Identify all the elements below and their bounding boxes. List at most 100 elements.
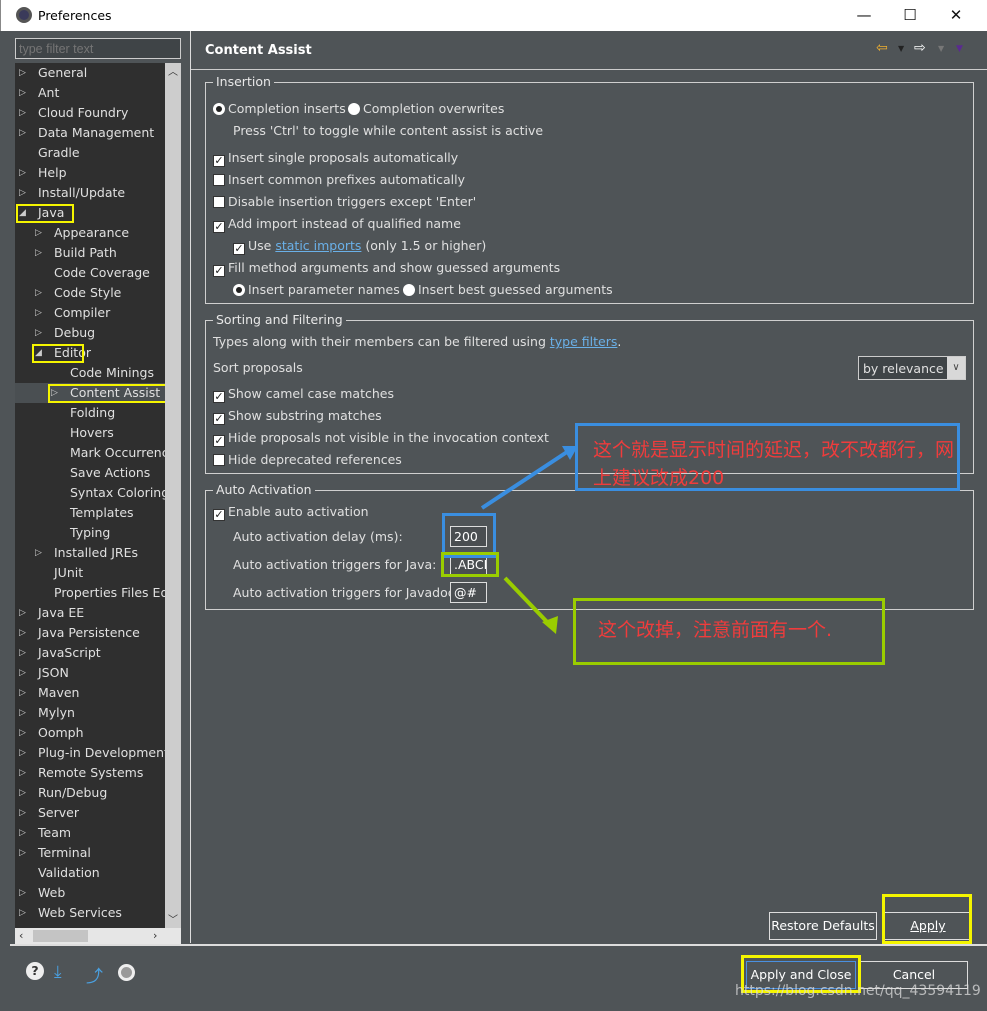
collapsed-arrow-icon[interactable]: ▷ bbox=[19, 768, 26, 778]
collapsed-arrow-icon[interactable]: ▷ bbox=[19, 668, 26, 678]
tree-item[interactable]: ▷Ant bbox=[15, 83, 165, 103]
tree-vertical-scrollbar[interactable]: ︿ ﹀ bbox=[165, 63, 181, 928]
tree-horizontal-scrollbar[interactable]: ‹ › bbox=[15, 928, 181, 944]
collapsed-arrow-icon[interactable]: ▷ bbox=[19, 608, 26, 618]
collapsed-arrow-icon[interactable]: ▷ bbox=[19, 128, 26, 138]
static-imports-checkbox[interactable]: ✓Use static imports (only 1.5 or higher) bbox=[233, 238, 487, 255]
oomph-icon[interactable] bbox=[118, 964, 135, 981]
insert-common-checkbox[interactable]: Insert common prefixes automatically bbox=[213, 172, 465, 187]
tree-item[interactable]: ▷Installed JREs bbox=[15, 543, 165, 563]
collapsed-arrow-icon[interactable]: ▷ bbox=[35, 228, 42, 238]
collapsed-arrow-icon[interactable]: ▷ bbox=[19, 748, 26, 758]
camel-case-checkbox[interactable]: ✓Show camel case matches bbox=[213, 386, 394, 403]
tree-item[interactable]: ▷Data Management bbox=[15, 123, 165, 143]
tree-item[interactable]: Gradle bbox=[15, 143, 165, 163]
chevron-down-icon[interactable]: ∨ bbox=[947, 357, 965, 379]
tree-item[interactable]: Mark Occurrences bbox=[15, 443, 165, 463]
tree-item[interactable]: ▷Plug-in Development bbox=[15, 743, 165, 763]
forward-arrow-icon[interactable]: ⇨ bbox=[914, 40, 926, 56]
view-menu-icon[interactable]: ▼ bbox=[956, 44, 963, 54]
tree-item[interactable]: JUnit bbox=[15, 563, 165, 583]
forward-dropdown-icon[interactable]: ▼ bbox=[938, 44, 945, 53]
expanded-arrow-icon[interactable]: ◢ bbox=[35, 348, 42, 358]
tree-item[interactable]: ◢Java bbox=[15, 203, 165, 223]
tree-item[interactable]: ▷Oomph bbox=[15, 723, 165, 743]
tree-item[interactable]: Save Actions bbox=[15, 463, 165, 483]
disable-triggers-checkbox[interactable]: Disable insertion triggers except 'Enter… bbox=[213, 194, 476, 209]
scroll-left-icon[interactable]: ‹ bbox=[19, 929, 24, 942]
collapsed-arrow-icon[interactable]: ▷ bbox=[19, 188, 26, 198]
scroll-thumb[interactable] bbox=[33, 930, 88, 942]
back-arrow-icon[interactable]: ⇦ bbox=[876, 40, 888, 56]
import-icon[interactable]: ⤓ bbox=[54, 962, 62, 982]
tree-item[interactable]: ▷Run/Debug bbox=[15, 783, 165, 803]
collapsed-arrow-icon[interactable]: ▷ bbox=[19, 888, 26, 898]
hide-deprecated-checkbox[interactable]: Hide deprecated references bbox=[213, 452, 402, 467]
tree-item[interactable]: ▷Remote Systems bbox=[15, 763, 165, 783]
tree-item[interactable]: Properties Files Editor bbox=[15, 583, 165, 603]
tree-item[interactable]: ▷Compiler bbox=[15, 303, 165, 323]
tree-item[interactable]: ▷Web bbox=[15, 883, 165, 903]
tree-item[interactable]: ▷Install/Update bbox=[15, 183, 165, 203]
collapsed-arrow-icon[interactable]: ▷ bbox=[19, 848, 26, 858]
help-icon[interactable]: ? bbox=[26, 962, 44, 980]
tree-item[interactable]: ▷Web Services bbox=[15, 903, 165, 923]
tree-item[interactable]: ▷Content Assist bbox=[15, 383, 165, 403]
tree-item[interactable]: Templates bbox=[15, 503, 165, 523]
tree-item[interactable]: ▷Mylyn bbox=[15, 703, 165, 723]
collapsed-arrow-icon[interactable]: ▷ bbox=[19, 628, 26, 638]
sort-proposals-select[interactable]: by relevance ∨ bbox=[858, 356, 966, 380]
scroll-up-icon[interactable]: ︿ bbox=[168, 67, 178, 78]
collapsed-arrow-icon[interactable]: ▷ bbox=[35, 308, 42, 318]
apply-and-close-button[interactable]: Apply and Close bbox=[746, 961, 856, 989]
tree-item[interactable]: ▷Code Style bbox=[15, 283, 165, 303]
collapsed-arrow-icon[interactable]: ▷ bbox=[35, 288, 42, 298]
tree-item[interactable]: ▷Build Path bbox=[15, 243, 165, 263]
fill-args-checkbox[interactable]: ✓Fill method arguments and show guessed … bbox=[213, 260, 561, 277]
maximize-button[interactable]: ☐ bbox=[903, 6, 917, 24]
tree-item[interactable]: ▷Terminal bbox=[15, 843, 165, 863]
tree-item[interactable]: ▷Java EE bbox=[15, 603, 165, 623]
hide-not-visible-checkbox[interactable]: ✓Hide proposals not visible in the invoc… bbox=[213, 430, 549, 447]
tree-item[interactable]: ▷JavaScript bbox=[15, 643, 165, 663]
tree-item[interactable]: ▷General bbox=[15, 63, 165, 83]
add-import-checkbox[interactable]: ✓Add import instead of qualified name bbox=[213, 216, 461, 233]
collapsed-arrow-icon[interactable]: ▷ bbox=[51, 388, 58, 398]
collapsed-arrow-icon[interactable]: ▷ bbox=[19, 788, 26, 798]
completion-inserts-radio[interactable]: Completion inserts bbox=[213, 101, 346, 116]
tree-item[interactable]: ▷Team bbox=[15, 823, 165, 843]
tree-item[interactable]: Typing bbox=[15, 523, 165, 543]
close-button[interactable]: ✕ bbox=[949, 6, 963, 24]
expanded-arrow-icon[interactable]: ◢ bbox=[19, 208, 26, 218]
collapsed-arrow-icon[interactable]: ▷ bbox=[35, 328, 42, 338]
collapsed-arrow-icon[interactable]: ▷ bbox=[19, 68, 26, 78]
tree-item[interactable]: ▷JSON bbox=[15, 663, 165, 683]
collapsed-arrow-icon[interactable]: ▷ bbox=[19, 648, 26, 658]
scroll-right-icon[interactable]: › bbox=[153, 929, 158, 942]
tree-item[interactable]: ▷Server bbox=[15, 803, 165, 823]
collapsed-arrow-icon[interactable]: ▷ bbox=[19, 808, 26, 818]
tree-item[interactable]: Code Minings bbox=[15, 363, 165, 383]
tree-item[interactable]: Folding bbox=[15, 403, 165, 423]
insert-param-names-radio[interactable]: Insert parameter names bbox=[233, 282, 400, 297]
delay-input[interactable]: 200 bbox=[450, 526, 487, 547]
enable-auto-activation-checkbox[interactable]: ✓Enable auto activation bbox=[213, 504, 369, 521]
insert-best-guessed-radio[interactable]: Insert best guessed arguments bbox=[403, 282, 613, 297]
collapsed-arrow-icon[interactable]: ▷ bbox=[19, 728, 26, 738]
tree-item[interactable]: ▷Help bbox=[15, 163, 165, 183]
javadoc-triggers-input[interactable]: @# bbox=[450, 582, 487, 603]
collapsed-arrow-icon[interactable]: ▷ bbox=[19, 708, 26, 718]
java-triggers-input[interactable]: .ABCD bbox=[450, 554, 487, 575]
tree-item[interactable]: Code Coverage bbox=[15, 263, 165, 283]
tree-item[interactable]: ▷Cloud Foundry bbox=[15, 103, 165, 123]
tree-item[interactable]: Syntax Coloring bbox=[15, 483, 165, 503]
collapsed-arrow-icon[interactable]: ▷ bbox=[35, 548, 42, 558]
filter-input[interactable] bbox=[15, 38, 181, 59]
tree-item[interactable]: ▷Java Persistence bbox=[15, 623, 165, 643]
back-dropdown-icon[interactable]: ▼ bbox=[898, 44, 905, 53]
tree-item[interactable]: ◢Editor bbox=[15, 343, 165, 363]
collapsed-arrow-icon[interactable]: ▷ bbox=[19, 908, 26, 918]
tree-item[interactable]: ▷Maven bbox=[15, 683, 165, 703]
insert-single-checkbox[interactable]: ✓Insert single proposals automatically bbox=[213, 150, 459, 167]
collapsed-arrow-icon[interactable]: ▷ bbox=[19, 108, 26, 118]
